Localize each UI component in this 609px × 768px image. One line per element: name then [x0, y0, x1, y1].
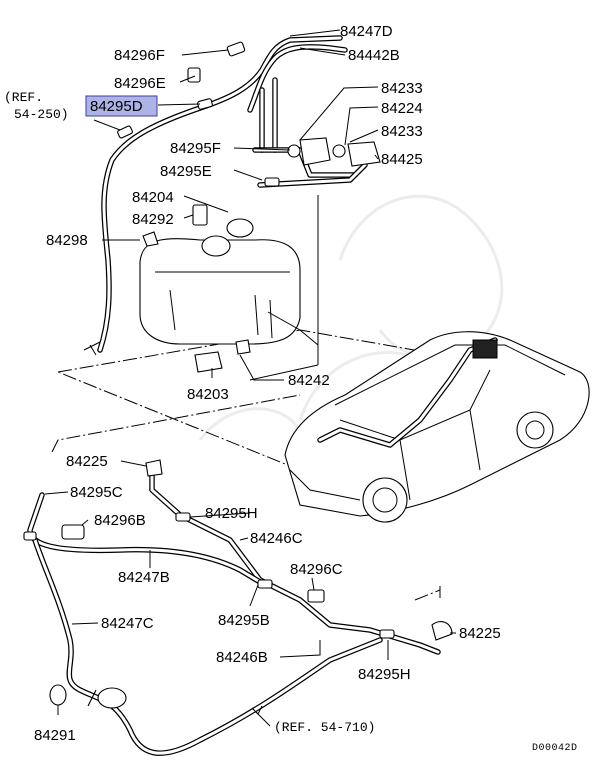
- label-84296F[interactable]: 84296F: [114, 47, 165, 64]
- label-84295F[interactable]: 84295F: [170, 140, 221, 157]
- front-washer-hose: [83, 35, 368, 356]
- rear-washer-hose: [27, 467, 441, 756]
- label-84298[interactable]: 84298: [46, 232, 88, 249]
- rear-parts: [23, 459, 453, 706]
- ref-54-250-line2: 54-250): [14, 107, 69, 122]
- label-84442B[interactable]: 84442B: [348, 47, 400, 64]
- label-84246C[interactable]: 84246C: [250, 530, 303, 547]
- washer-tank: [139, 195, 319, 381]
- label-84233-b[interactable]: 84233: [381, 123, 423, 140]
- label-84295C[interactable]: 84295C: [70, 484, 123, 501]
- top-clips: [117, 41, 346, 187]
- label-84295B[interactable]: 84295B: [218, 612, 270, 629]
- label-84291[interactable]: 84291: [34, 727, 76, 744]
- label-84247D[interactable]: 84247D: [340, 23, 393, 40]
- front-nozzles: [299, 137, 381, 167]
- label-84242[interactable]: 84242: [288, 372, 330, 389]
- label-84204[interactable]: 84204: [132, 189, 174, 206]
- label-84425[interactable]: 84425: [381, 151, 423, 168]
- label-84296B[interactable]: 84296B: [94, 512, 146, 529]
- label-84246B[interactable]: 84246B: [216, 649, 268, 666]
- leader-lines: [44, 29, 456, 727]
- label-84203[interactable]: 84203: [187, 386, 229, 403]
- label-84225-a[interactable]: 84225: [66, 453, 108, 470]
- car-illustration: [284, 331, 590, 523]
- label-84295H-b[interactable]: 84295H: [358, 666, 411, 683]
- label-84292[interactable]: 84292: [132, 211, 174, 228]
- label-84296C[interactable]: 84296C: [290, 561, 343, 578]
- label-84247B[interactable]: 84247B: [118, 569, 170, 586]
- highlight-box: [85, 95, 158, 117]
- label-84233-a[interactable]: 84233: [381, 80, 423, 97]
- label-84225-b[interactable]: 84225: [459, 625, 501, 642]
- diagram-code: D00042D: [532, 743, 578, 754]
- label-84224[interactable]: 84224: [381, 100, 423, 117]
- ref-54-710: (REF. 54-710): [274, 720, 375, 735]
- part-labels: 84247D 84296F 84442B 84296E 84233 (REF. …: [4, 23, 578, 754]
- ref-54-250-line1: (REF.: [4, 90, 43, 105]
- label-84295H-a[interactable]: 84295H: [205, 505, 258, 522]
- label-84296E[interactable]: 84296E: [114, 75, 166, 92]
- label-84295E[interactable]: 84295E: [160, 163, 212, 180]
- label-84295D[interactable]: 84295D: [90, 98, 143, 115]
- label-84247C[interactable]: 84247C: [101, 615, 154, 632]
